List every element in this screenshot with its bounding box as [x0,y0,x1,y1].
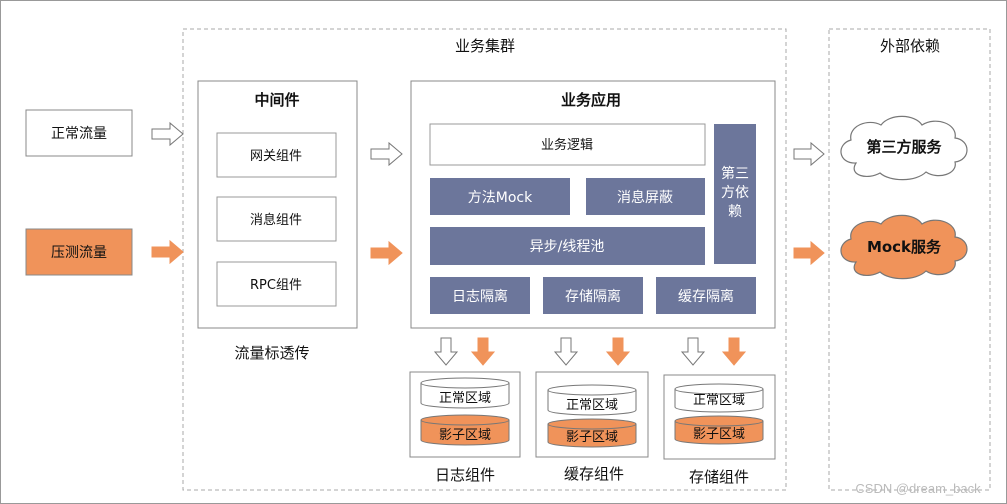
business-app-title: 业务应用 [561,91,621,109]
message-shield-label: 消息屏蔽 [617,189,673,206]
storage-isolation-box [543,277,643,314]
log-normal-label: 正常区域 [439,391,491,406]
method-mock-label: 方法Mock [468,190,533,206]
third-party-dep-line-3: 赖 [728,204,742,220]
third-party-service-label: 第三方服务 [866,138,942,156]
stress-arrow-2-icon [370,240,403,266]
storage-normal-cylinder [674,389,764,413]
log-shadow-cylinder-top [420,414,510,426]
cache-isolation-box [656,277,756,314]
gateway-component-label: 网关组件 [250,149,302,164]
business-cluster-region [182,28,787,491]
external-dependency-title: 外部依赖 [880,37,940,55]
middleware-title: 中间件 [254,91,299,109]
normal-arrow-3-icon [793,141,825,167]
down-arrow-stress-2-icon [605,337,631,366]
cache-normal-cylinder-top [547,384,637,396]
third-party-dep-box [714,124,756,264]
cache-shadow-cylinder [547,424,637,448]
mock-service-cloud [840,214,968,280]
method-mock-box [430,178,570,215]
external-dependency-region [828,28,991,491]
log-shadow-cylinder [420,420,510,446]
storage-normal-label: 正常区域 [693,393,745,408]
down-arrow-normal-1-icon [433,337,459,366]
business-cluster-title: 业务集群 [455,37,515,55]
down-arrow-normal-2-icon [553,337,579,366]
business-logic-label: 业务逻辑 [541,137,593,153]
cache-isolation-label: 缓存隔离 [678,288,734,305]
log-isolation-box [430,277,530,314]
message-component-label: 消息组件 [250,212,302,228]
rpc-component-box [216,261,337,307]
storage-shadow-label: 影子区域 [693,427,745,442]
normal-arrow-2-icon [370,141,403,167]
storage-shadow-cylinder [674,421,764,445]
third-party-service-cloud [840,115,968,181]
log-normal-cylinder [420,383,510,409]
storage-shadow-cylinder-top [674,415,764,427]
storage-component-caption: 存储组件 [689,468,749,486]
gateway-component-box [216,132,337,178]
rpc-component-label: RPC组件 [250,278,302,293]
middleware-caption: 流量标透传 [234,344,309,362]
down-arrow-stress-1-icon [470,337,496,366]
message-component-box [216,196,337,242]
watermark: CSDN @dream_back [855,481,981,496]
normal-traffic-box [25,109,133,157]
cache-normal-label: 正常区域 [566,398,618,413]
mock-service-label: Mock服务 [867,238,942,256]
log-isolation-label: 日志隔离 [452,288,508,305]
stress-traffic-box [25,228,133,276]
third-party-dep-line-2: 方依 [721,185,749,201]
down-arrow-stress-3-icon [721,337,747,366]
normal-traffic-label: 正常流量 [51,126,107,142]
async-pool-box [430,227,705,265]
cache-component-caption: 缓存组件 [564,465,624,483]
stress-arrow-3-icon [793,240,825,266]
log-shadow-label: 影子区域 [439,428,491,443]
storage-normal-cylinder-top [674,383,764,395]
third-party-dep-line-1: 第三 [721,165,749,182]
cache-shadow-label: 影子区域 [566,430,618,445]
stress-traffic-label: 压测流量 [51,245,107,261]
async-pool-label: 异步/线程池 [530,239,605,255]
log-normal-cylinder-top [420,377,510,389]
down-arrow-normal-3-icon [680,337,706,366]
stress-arrow-icon [151,239,184,265]
message-shield-box [586,178,705,215]
normal-arrow-icon [151,121,184,147]
business-logic-box [429,123,706,166]
cache-normal-cylinder [547,390,637,416]
log-component-caption: 日志组件 [435,466,495,484]
storage-isolation-label: 存储隔离 [565,288,621,305]
cache-shadow-cylinder-top [547,418,637,430]
